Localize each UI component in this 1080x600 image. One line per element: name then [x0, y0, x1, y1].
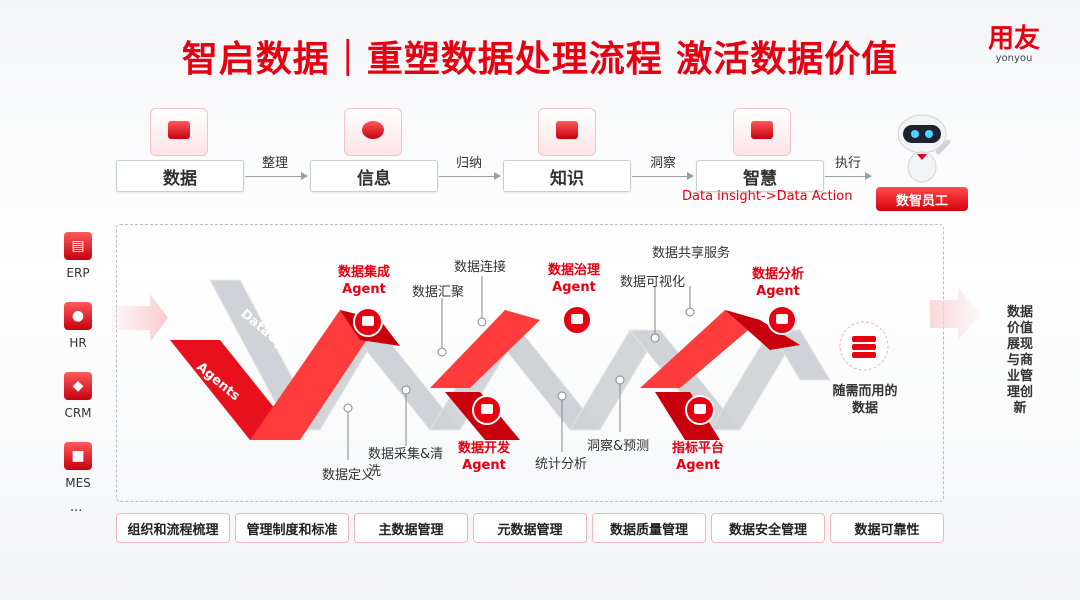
knowledge-cube-icon	[538, 108, 596, 156]
agent-governance-name: 数据治理	[548, 263, 601, 278]
step-label-organize: 整理	[262, 156, 289, 171]
agent-dev-suffix: Agent	[462, 458, 506, 473]
source-hr: ● HR	[54, 302, 102, 350]
source-mes: ■ MES	[54, 442, 102, 490]
capability-mgmt-standard: 管理制度和标准	[235, 513, 349, 543]
agent-metric-name: 指标平台	[672, 441, 725, 456]
logo-en: yonyou	[995, 53, 1033, 64]
agent-integration-name: 数据集成	[338, 265, 391, 280]
agent-governance-suffix: Agent	[552, 280, 596, 295]
robot-icon	[897, 114, 951, 183]
data-cube-icon	[150, 108, 208, 156]
step-label-insight: 洞察	[650, 156, 677, 171]
node-markers	[343, 276, 695, 460]
agent-integration-suffix: Agent	[342, 282, 386, 297]
on-demand-data-label: 随需而用的数据	[832, 384, 898, 416]
flow-box-knowledge: 知识	[503, 160, 631, 192]
label-stats: 统计分析	[535, 457, 588, 472]
agent-analysis-name: 数据分析	[752, 267, 805, 282]
main-diagram-frame	[116, 224, 944, 502]
agent-marker-5	[767, 305, 797, 335]
logo-cn: 用友	[987, 24, 1040, 54]
erp-icon: ▤	[64, 232, 92, 260]
flow-arrow-4	[825, 172, 872, 180]
agent-marker-1	[353, 307, 383, 337]
agent-marker-4	[685, 395, 715, 425]
capability-reliability: 数据可靠性	[830, 513, 944, 543]
agent-governance-label: 数据治理 Agent	[548, 262, 600, 296]
label-visual: 数据可视化	[620, 275, 686, 290]
flow-box-wisdom: 智慧	[696, 160, 824, 192]
info-cube-icon	[344, 108, 402, 156]
source-mes-label: MES	[65, 476, 91, 490]
value-innovation-text: 数据价值展现与商业管理创新	[1006, 305, 1033, 416]
source-more: ...	[70, 500, 83, 515]
capability-org-process: 组织和流程梳理	[116, 513, 230, 543]
step-label-execute: 执行	[835, 156, 862, 171]
insight-caption: Data insight->Data Action	[682, 189, 853, 204]
label-collect: 数据采集&清洗	[368, 447, 444, 479]
digital-employee-button[interactable]: 数智员工	[876, 187, 968, 211]
agent-dev-label: 数据开发 Agent	[458, 440, 510, 474]
label-connect: 数据连接	[454, 260, 507, 275]
agent-metric-suffix: Agent	[676, 458, 720, 473]
database-icon	[839, 321, 889, 371]
label-insight-predict: 洞察&预测	[587, 439, 650, 454]
agent-analysis-label: 数据分析 Agent	[752, 266, 804, 300]
source-crm: ◆ CRM	[54, 372, 102, 420]
agent-integration-label: 数据集成 Agent	[338, 264, 390, 298]
flow-arrow-2	[439, 172, 501, 180]
page-title: 智启数据｜重塑数据处理流程 激活数据价值	[181, 39, 899, 80]
crm-icon: ◆	[64, 372, 92, 400]
agent-analysis-suffix: Agent	[756, 284, 800, 299]
agent-metric-label: 指标平台 Agent	[672, 440, 724, 474]
agent-marker-3	[562, 305, 592, 335]
mes-icon: ■	[64, 442, 92, 470]
wisdom-cube-icon	[733, 108, 791, 156]
capability-data-quality: 数据质量管理	[592, 513, 706, 543]
source-erp: ▤ ERP	[54, 232, 102, 280]
capability-data-security: 数据安全管理	[711, 513, 825, 543]
capability-metadata: 元数据管理	[473, 513, 587, 543]
label-define: 数据定义	[322, 468, 375, 483]
source-erp-label: ERP	[66, 266, 90, 280]
yonyou-logo: 用友 yonyou	[988, 24, 1040, 64]
label-share: 数据共享服务	[652, 246, 731, 261]
source-hr-label: HR	[69, 336, 87, 350]
label-converge: 数据汇聚	[412, 285, 465, 300]
step-label-induce: 归纳	[456, 156, 483, 171]
hr-icon: ●	[64, 302, 92, 330]
flow-box-info: 信息	[310, 160, 438, 192]
source-crm-label: CRM	[64, 406, 92, 420]
capability-master-data: 主数据管理	[354, 513, 468, 543]
flow-arrow-1	[245, 172, 308, 180]
agent-marker-2	[472, 395, 502, 425]
agents-ribbon	[170, 310, 800, 440]
flow-arrow-3	[632, 172, 694, 180]
agent-dev-name: 数据开发	[458, 441, 511, 456]
flow-box-data: 数据	[116, 160, 244, 192]
